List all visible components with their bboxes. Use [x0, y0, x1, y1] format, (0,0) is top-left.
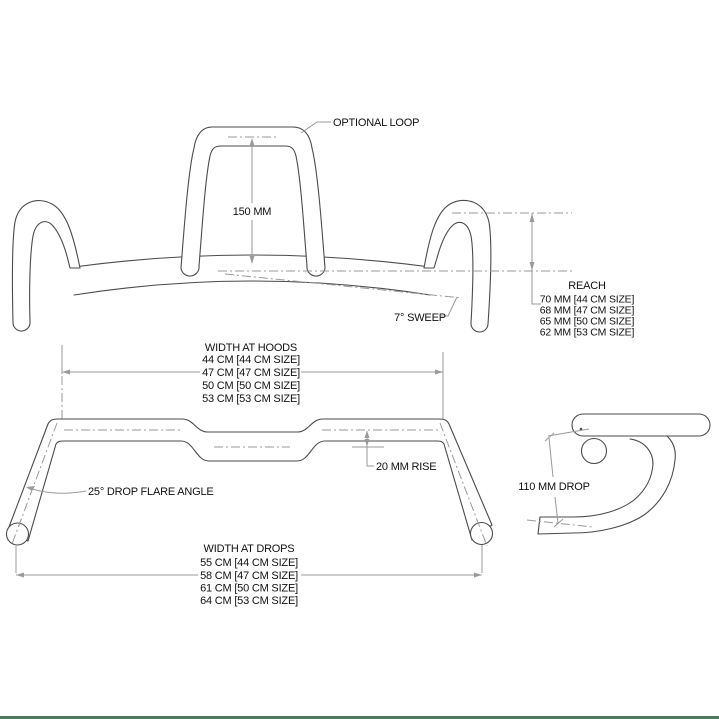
- flare-arrow: [26, 486, 35, 491]
- sweep-label: 7° SWEEP: [394, 312, 446, 324]
- flare-label: 25° DROP FLARE ANGLE: [88, 486, 214, 498]
- plan-right-hook: [423, 199, 492, 333]
- loop-height-arrow-down: [249, 256, 255, 264]
- drops-width-table: WIDTH AT DROPS 55 CM [44 CM SIZE] 58 CM …: [200, 543, 298, 607]
- side-drop-label: 110 MM DROP: [518, 481, 590, 493]
- top-view: OPTIONAL LOOP 150 MM 7° SWEEP REACH 70 M…: [11, 117, 635, 339]
- drops-arrow-left: [16, 572, 24, 578]
- side-drop-ext-top: [547, 428, 590, 437]
- hoods-width-table: WIDTH AT HOODS 44 CM [44 CM SIZE] 47 CM …: [202, 342, 300, 405]
- side-view: 110 MM DROP: [518, 413, 711, 535]
- front-right-bar-end: [469, 521, 494, 546]
- reach-dim-line: [531, 213, 541, 305]
- drops-width-title: WIDTH AT DROPS: [204, 543, 295, 555]
- front-left-drop-centerline: [11, 422, 58, 545]
- optional-loop-leader: [300, 121, 331, 134]
- hoods-arrow-right: [435, 369, 443, 375]
- side-drop-centerline: [526, 519, 594, 528]
- front-left-bar-end: [5, 522, 30, 546]
- bottom-accent-bar: [0, 716, 719, 719]
- side-top-tube: [571, 413, 711, 437]
- plan-loop: [180, 126, 326, 277]
- reach-title: REACH: [568, 280, 606, 292]
- reach-arrow-up: [529, 213, 535, 222]
- side-clamp-circle: [580, 437, 608, 465]
- side-drop-tick-bottom: [553, 518, 564, 528]
- drops-width-row: 58 CM [47 CM SIZE]: [200, 570, 298, 582]
- hoods-arrow-left: [62, 369, 70, 375]
- loop-height-label: 150 MM: [233, 206, 272, 218]
- rise-label: 20 MM RISE: [376, 461, 436, 473]
- drops-width-row: 55 CM [44 CM SIZE]: [200, 557, 298, 569]
- side-drop-end-cap: [537, 516, 541, 535]
- side-hook-outer: [537, 427, 676, 535]
- rise-arrow-up: [364, 430, 370, 438]
- reach-row: 65 MM [50 CM SIZE]: [540, 316, 635, 328]
- hoods-width-row: 47 CM [47 CM SIZE]: [202, 367, 300, 379]
- rise-arrow-down: [364, 439, 370, 447]
- side-hook-inner: [539, 438, 654, 518]
- reach-row: 62 MM [53 CM SIZE]: [540, 327, 635, 339]
- side-drop-tick-top: [544, 432, 555, 442]
- reach-row: 70 MM [44 CM SIZE]: [540, 294, 635, 306]
- plan-bar-bottom-edge: [73, 280, 431, 296]
- front-bar-outline: [8, 418, 493, 542]
- reach-arrow-down: [529, 262, 535, 271]
- hoods-width-title: WIDTH AT HOODS: [205, 342, 297, 354]
- drops-width-row: 61 CM [50 CM SIZE]: [200, 583, 298, 595]
- flare-leader: [27, 487, 87, 494]
- drops-width-row: 64 CM [53 CM SIZE]: [200, 595, 298, 607]
- hoods-width-row: 53 CM [53 CM SIZE]: [202, 393, 300, 405]
- hoods-width-row: 44 CM [44 CM SIZE]: [202, 354, 300, 366]
- front-right-drop-centerline: [439, 422, 488, 547]
- reach-row: 68 MM [47 CM SIZE]: [540, 305, 635, 317]
- reach-table: REACH 70 MM [44 CM SIZE] 68 MM [47 CM SI…: [540, 280, 635, 339]
- hoods-width-row: 50 CM [50 CM SIZE]: [202, 380, 300, 392]
- plan-left-hook: [11, 200, 81, 332]
- optional-loop-label: OPTIONAL LOOP: [333, 117, 419, 129]
- sweep-centerline: [224, 273, 463, 299]
- drops-arrow-right: [474, 572, 482, 578]
- side-center-mark: [579, 427, 583, 431]
- sweep-leader: [441, 296, 458, 317]
- loop-height-arrow-up: [249, 138, 255, 146]
- front-view: WIDTH AT HOODS 44 CM [44 CM SIZE] 47 CM …: [5, 342, 494, 607]
- side-drop-dim-line: [548, 437, 559, 524]
